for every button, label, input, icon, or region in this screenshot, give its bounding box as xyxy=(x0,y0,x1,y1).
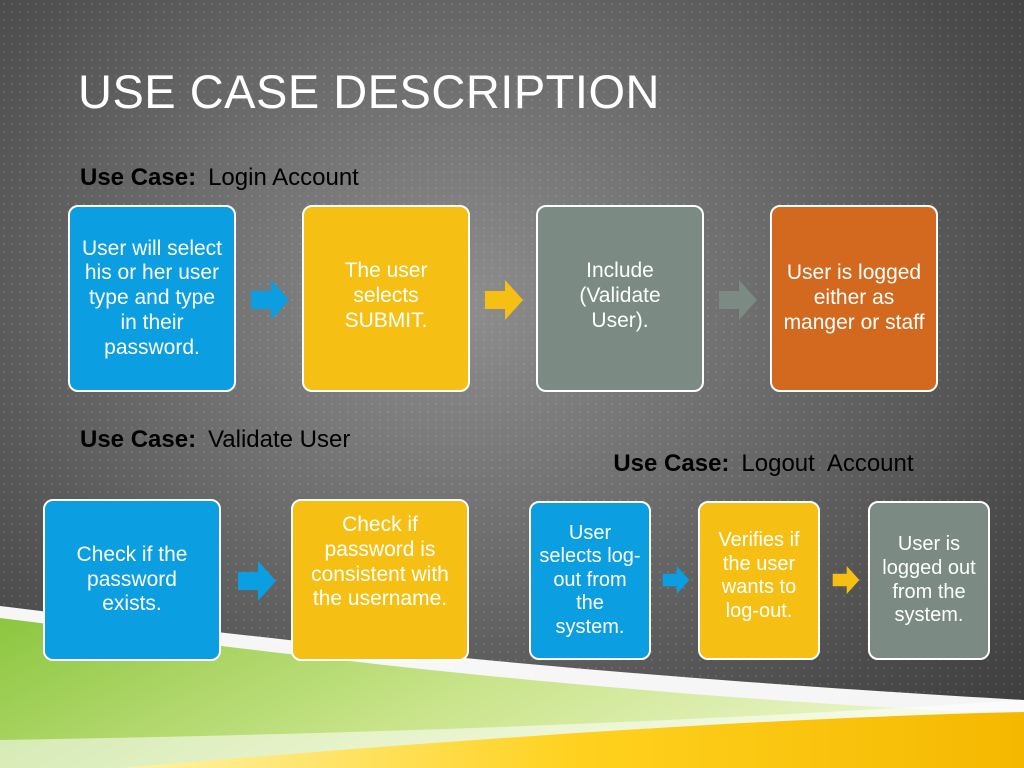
login-step-4-text: User is logged either as manger or staff xyxy=(783,261,925,334)
login-step-1-text: User will select his or her user type an… xyxy=(81,236,223,359)
login-step-2-text: The user selects SUBMIT. xyxy=(344,259,428,332)
arrow-right-icon xyxy=(832,566,860,594)
logout-step-3-box: User is logged out from the system. xyxy=(868,501,990,660)
arrow-right-icon xyxy=(485,280,523,320)
use-case-key: Use Case: xyxy=(80,426,197,453)
logout-step-1-box: User selects log-out from the system. xyxy=(529,501,651,660)
arrow-right-icon xyxy=(719,280,757,320)
use-case-label-logout: Use Case: Logout Account xyxy=(600,428,914,477)
use-case-key: Use Case: xyxy=(80,164,197,191)
logout-step-3-text: User is logged out from the system. xyxy=(882,533,976,627)
use-case-name: Login Account xyxy=(208,164,359,191)
use-case-label-validate: Use Case: Validate User xyxy=(80,428,350,452)
use-case-key: Use Case: xyxy=(613,450,730,477)
login-step-3-text: Include (Validate User). xyxy=(579,259,661,332)
login-step-2-box: The user selects SUBMIT. xyxy=(302,205,470,392)
arrow-right-icon xyxy=(662,566,690,594)
slide-title: USE CASE DESCRIPTION xyxy=(78,65,660,118)
use-case-name: Logout Account xyxy=(741,450,914,477)
validate-step-2-text: Check if password is consistent with the… xyxy=(311,513,449,611)
validate-step-1-box: Check if the password exists. xyxy=(43,499,221,661)
arrow-right-icon xyxy=(238,561,276,601)
login-step-3-box: Include (Validate User). xyxy=(536,205,704,392)
logout-step-1-text: User selects log-out from the system. xyxy=(539,521,641,638)
login-step-4-box: User is logged either as manger or staff xyxy=(770,205,938,392)
validate-step-2-box: Check if password is consistent with the… xyxy=(291,499,469,661)
logout-step-2-text: Verifies if the user wants to log-out. xyxy=(718,529,800,622)
logout-step-2-box: Verifies if the user wants to log-out. xyxy=(698,501,820,660)
use-case-name: Validate User xyxy=(208,426,351,453)
use-case-label-login: Use Case: Login Account xyxy=(80,166,359,190)
validate-step-1-text: Check if the password exists. xyxy=(76,542,188,616)
arrow-right-icon xyxy=(251,280,289,320)
login-step-1-box: User will select his or her user type an… xyxy=(68,205,236,392)
